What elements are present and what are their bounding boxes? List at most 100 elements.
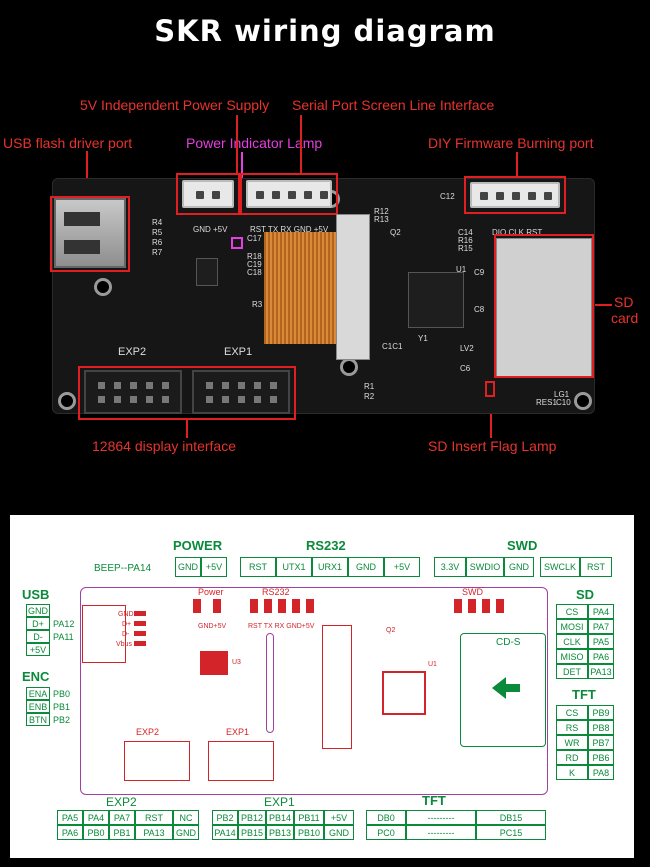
beep-label: BEEP--PA14 bbox=[94, 563, 152, 574]
usb-pad bbox=[134, 631, 146, 636]
rs232-pad bbox=[264, 599, 272, 613]
usb-footprint bbox=[82, 605, 126, 663]
insert-arrow-icon bbox=[492, 677, 520, 699]
tft-port-rd: PB6 bbox=[588, 750, 614, 765]
silk-q2: Q2 bbox=[390, 228, 401, 237]
mount-hole bbox=[574, 392, 592, 410]
exp2-r1-c1: PA5 bbox=[57, 810, 83, 825]
sd-port-cs: PA4 bbox=[588, 604, 614, 619]
tft-bottom-r1-c3: DB15 bbox=[476, 810, 546, 825]
label-sd-card-1: SD bbox=[614, 294, 634, 310]
label-power-lamp: Power Indicator Lamp bbox=[186, 135, 323, 151]
sd-pin-det: DET bbox=[556, 664, 588, 679]
label-firmware-port: DIY Firmware Burning port bbox=[428, 135, 594, 151]
usb-port bbox=[54, 198, 126, 268]
sd-card-highlight bbox=[494, 234, 594, 378]
leader-power-supply bbox=[236, 115, 238, 175]
exp1-r2-c4: PB10 bbox=[294, 825, 324, 840]
swd-pin-swdio: SWDIO bbox=[466, 557, 504, 577]
serial-connector bbox=[246, 180, 332, 208]
power-pad bbox=[213, 599, 221, 613]
exp1-r2-c2: PB15 bbox=[238, 825, 266, 840]
exp1-r1-c2: PB12 bbox=[238, 810, 266, 825]
rs232-pin-gnd: GND bbox=[348, 557, 384, 577]
swd-pad bbox=[454, 599, 462, 613]
silk-r3: R3 bbox=[252, 300, 263, 309]
silk-lg1: LG1 bbox=[554, 390, 570, 399]
mcu-footprint bbox=[382, 671, 426, 715]
silk-usb-dm: D- bbox=[122, 631, 130, 638]
exp2-footprint bbox=[124, 741, 190, 781]
sd-pin-miso: MISO bbox=[556, 649, 588, 664]
enc-pin-ena-port: PB0 bbox=[53, 689, 71, 699]
tft-bottom-r2-c3: PC15 bbox=[476, 825, 546, 840]
silk-r6: R6 bbox=[152, 238, 163, 247]
silk-cds: CD-S bbox=[496, 637, 521, 648]
exp2-r1-c3: PA7 bbox=[109, 810, 135, 825]
enc-pin-ena: ENA bbox=[26, 687, 50, 700]
silk-swd-pins: DIO CLK RST bbox=[492, 228, 543, 237]
silk-r13: R13 bbox=[374, 215, 389, 224]
sd-title: SD bbox=[576, 587, 595, 602]
exp2-r2-c1: PA6 bbox=[57, 825, 83, 840]
tft-pin-rd: RD bbox=[556, 750, 588, 765]
sd-card-slot bbox=[496, 238, 592, 378]
usb-pad bbox=[134, 611, 146, 616]
pin-diagram: BEEP--PA14 POWER GND +5V RS232 RST UTX1 … bbox=[10, 515, 634, 858]
silk-r7: R7 bbox=[152, 248, 163, 257]
exp1-r2-c1: PA14 bbox=[212, 825, 238, 840]
silk-exp2-diagram: EXP2 bbox=[136, 727, 160, 737]
power-title: POWER bbox=[173, 538, 223, 553]
tft-bottom-r1-c1: DB0 bbox=[366, 810, 406, 825]
silk-c1c1: C1C1 bbox=[382, 342, 403, 351]
swd-pad bbox=[496, 599, 504, 613]
silk-u3: U3 bbox=[232, 659, 241, 666]
sd-slot-outline bbox=[460, 633, 546, 747]
exp2-r2-c5: GND bbox=[173, 825, 199, 840]
exp2-table-title: EXP2 bbox=[106, 795, 137, 809]
power-pin-5v: +5V bbox=[201, 557, 227, 577]
exp1-r2-c3: PB13 bbox=[266, 825, 294, 840]
tft-bottom-r2-c2: --------- bbox=[406, 825, 476, 840]
display-interface-highlight bbox=[78, 366, 296, 420]
rs232-pad bbox=[278, 599, 286, 613]
rs232-pad bbox=[306, 599, 314, 613]
silk-r4: R4 bbox=[152, 218, 163, 227]
silk-rs232-label: RS232 bbox=[262, 587, 290, 597]
silk-r2: R2 bbox=[364, 392, 375, 401]
label-display-interface: 12864 display interface bbox=[92, 438, 236, 454]
enc-pin-btn: BTN bbox=[26, 713, 50, 726]
exp2-r2-c2: PB0 bbox=[83, 825, 109, 840]
usb-pad bbox=[134, 641, 146, 646]
silk-power-label: Power bbox=[198, 587, 224, 597]
swd-pin-swclk: SWCLK bbox=[540, 557, 580, 577]
tft-bottom-title: TFT bbox=[422, 793, 446, 808]
fpc-footprint bbox=[322, 625, 352, 749]
swd-pin-rst: RST bbox=[580, 557, 612, 577]
sd-port-det: PA13 bbox=[588, 664, 614, 679]
silk-rs232-pins: RST TX RX GND+5V bbox=[248, 623, 315, 630]
sd-pin-mosi: MOSI bbox=[556, 619, 588, 634]
page-title: SKR wiring diagram bbox=[154, 14, 496, 48]
label-usb-port: USB flash driver port bbox=[3, 135, 133, 151]
tft-port-rs: PB8 bbox=[588, 720, 614, 735]
power-connector bbox=[182, 180, 234, 208]
tft-port-wr: PB7 bbox=[588, 735, 614, 750]
silk-c17: C17 bbox=[247, 234, 262, 243]
silk-usb-dp: D+ bbox=[122, 621, 132, 628]
sd-pin-cs: CS bbox=[556, 604, 588, 619]
regulator-footprint bbox=[200, 651, 228, 675]
leader-sd-card bbox=[594, 304, 612, 306]
silk-serial-pins: RST TX RX GND +5V bbox=[250, 225, 329, 234]
swd-connector-highlight bbox=[464, 176, 566, 214]
exp1-header bbox=[192, 370, 290, 414]
swd-pad bbox=[468, 599, 476, 613]
leader-usb bbox=[86, 151, 88, 199]
swd-title: SWD bbox=[507, 538, 538, 553]
rs232-title: RS232 bbox=[306, 538, 346, 553]
board-photo-section: SKR wiring diagram 5V Independent Power … bbox=[3, 14, 639, 454]
tft-bottom-r1-c2: --------- bbox=[406, 810, 476, 825]
label-sd-flag-lamp: SD Insert Flag Lamp bbox=[428, 438, 557, 454]
silk-c9: C9 bbox=[474, 268, 485, 277]
leader-display bbox=[186, 420, 188, 438]
